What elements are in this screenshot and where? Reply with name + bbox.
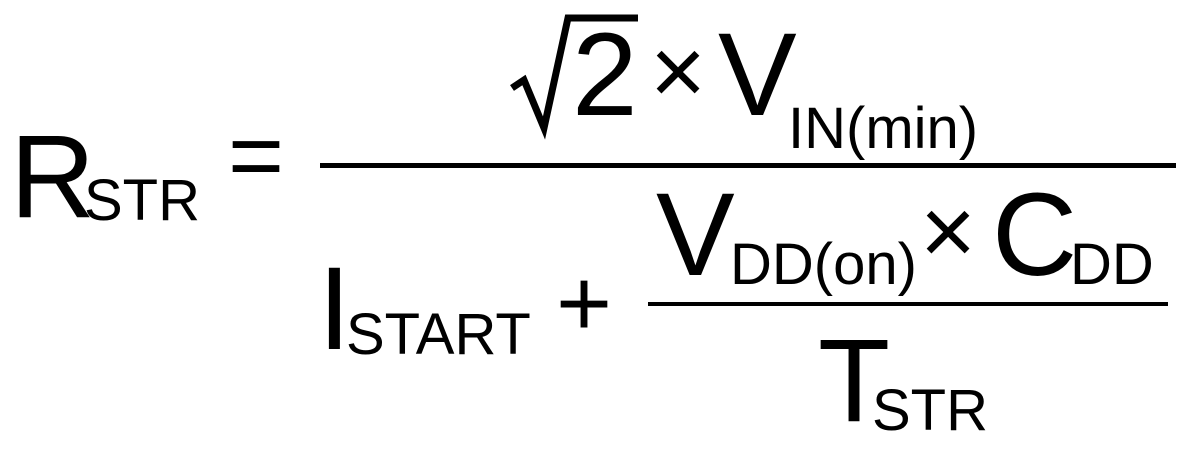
inner-v-subscript: DD(on)	[730, 232, 917, 297]
lhs-main: R	[10, 111, 96, 243]
numerator-subscript: IN(min)	[788, 96, 979, 161]
radicand: 2	[572, 9, 638, 141]
denominator-term1-main: I	[318, 243, 351, 375]
inner-fraction-bar	[648, 302, 1168, 306]
denominator-term1-subscript: START	[346, 302, 531, 367]
lhs-subscript: STR	[84, 168, 200, 233]
inner-times-sign: ×	[920, 178, 977, 285]
inner-t-subscript: STR	[872, 378, 988, 443]
square-root-icon	[510, 14, 638, 140]
equals-sign: =	[228, 102, 285, 209]
inner-t-main: T	[818, 315, 891, 447]
inner-v-main: V	[656, 169, 735, 301]
numerator-times-sign: ×	[650, 18, 707, 125]
inner-c-main: C	[992, 169, 1078, 301]
plus-sign: +	[556, 250, 613, 357]
main-fraction-bar	[320, 163, 1176, 168]
inner-c-subscript: DD	[1070, 232, 1154, 297]
numerator-variable: V	[718, 9, 797, 141]
